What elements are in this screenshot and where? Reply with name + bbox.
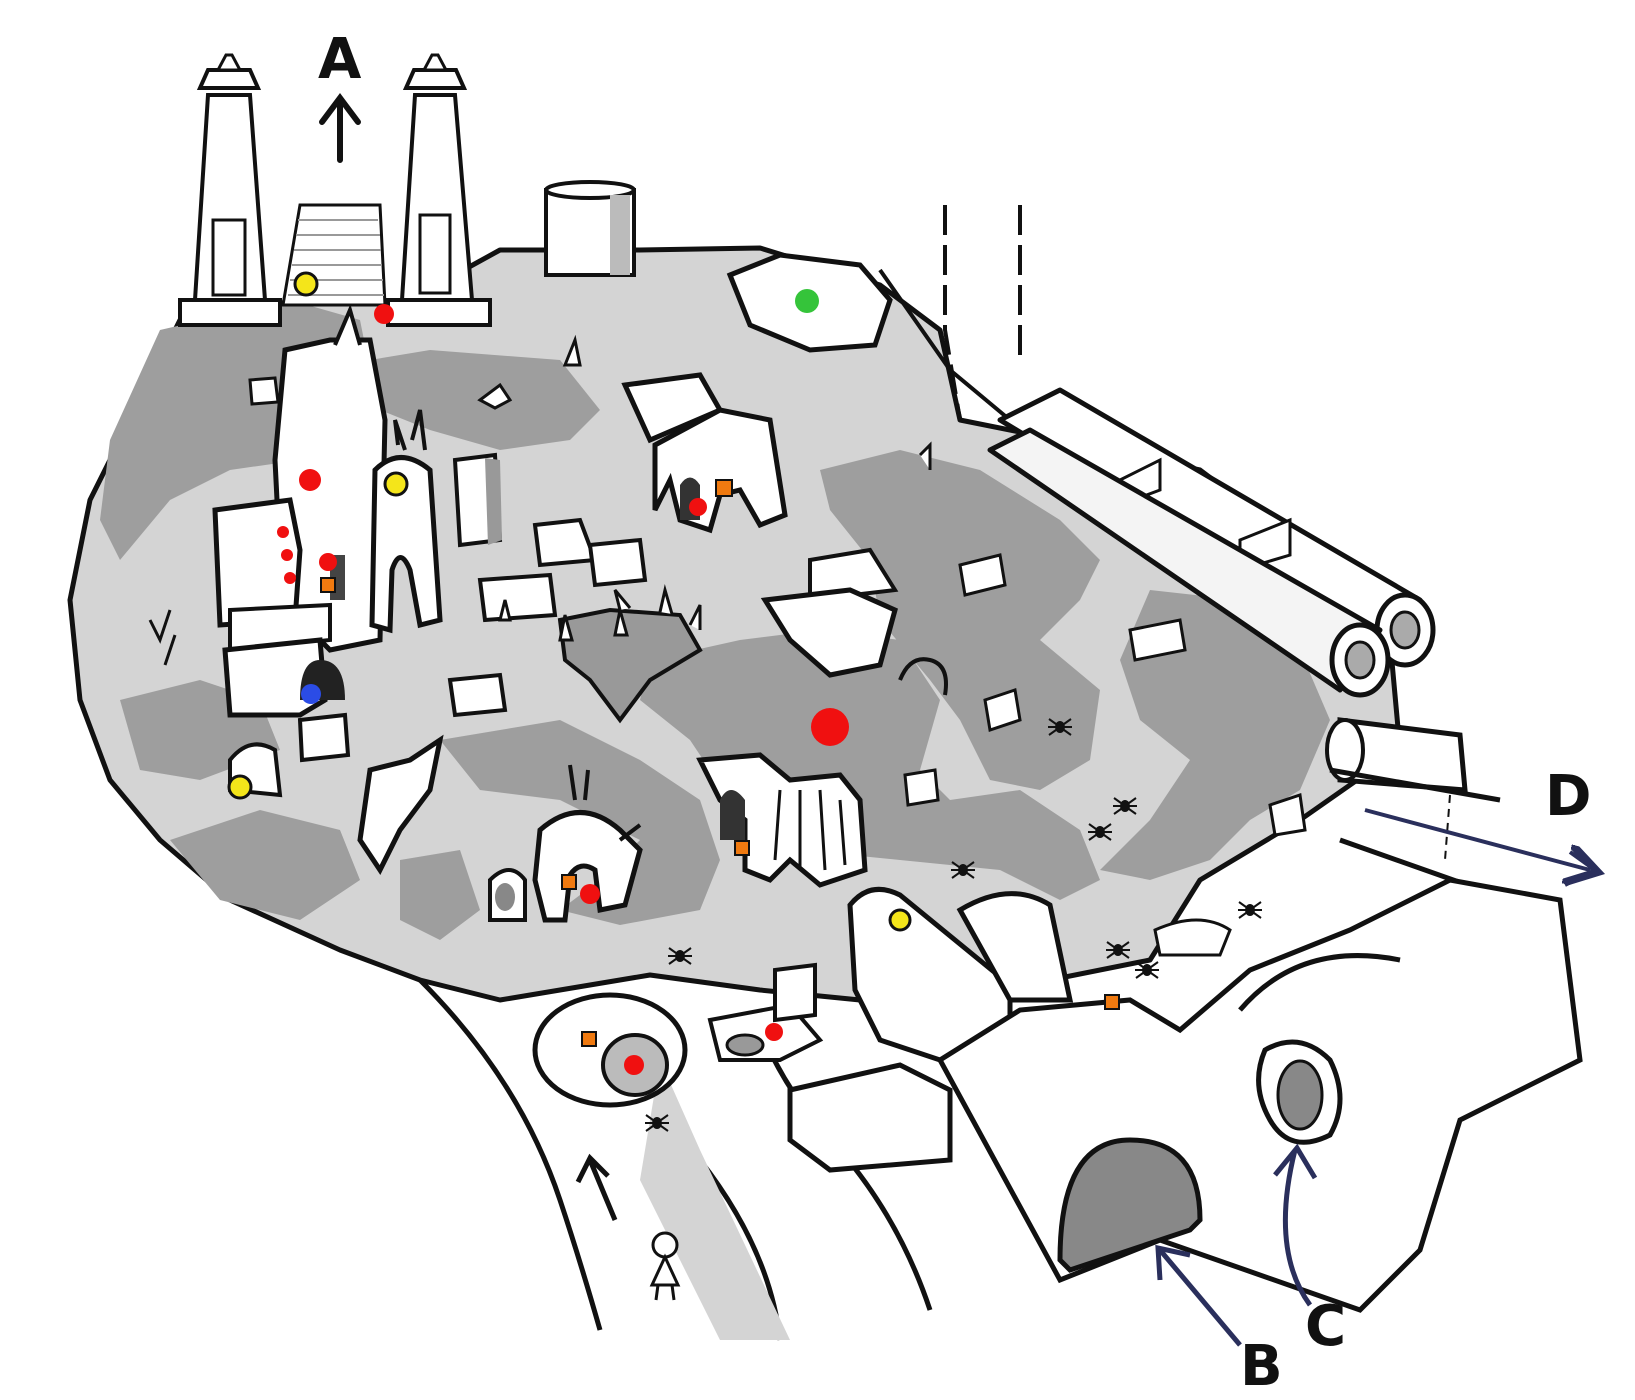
spider-icon xyxy=(1047,718,1073,736)
entrance-label-c: C xyxy=(1305,1294,1346,1359)
orange-marker xyxy=(715,479,733,497)
dome-tunnels xyxy=(936,877,1583,1313)
red-marker xyxy=(374,304,394,324)
horned-hut xyxy=(488,764,643,923)
east-walls xyxy=(878,205,1022,422)
red-marker xyxy=(811,708,849,746)
floor-dark-patch xyxy=(820,450,1100,790)
exit-label-d: D xyxy=(1545,764,1591,829)
spider-icon xyxy=(667,947,693,965)
yellow-marker xyxy=(888,908,912,932)
arch-building-left xyxy=(212,497,345,718)
exit-label-a: A xyxy=(318,27,362,92)
red-marker xyxy=(580,884,600,904)
red-marker xyxy=(281,549,293,561)
spider-icon xyxy=(1087,823,1113,841)
orange-marker xyxy=(734,840,750,856)
exit-a-arrow-icon xyxy=(319,93,361,163)
horned-arch-building xyxy=(369,409,443,634)
spider-icon xyxy=(950,861,976,879)
floor-dark-patch xyxy=(640,630,1100,900)
red-marker xyxy=(277,526,289,538)
red-marker xyxy=(624,1055,644,1075)
spider-icon xyxy=(644,1114,670,1132)
entrance-b-arrow-icon xyxy=(1155,1244,1242,1347)
player-figure-icon xyxy=(649,1231,681,1301)
boulder-shelter xyxy=(621,372,788,534)
spider-icon xyxy=(1105,941,1131,959)
yellow-marker xyxy=(227,774,253,800)
orange-markers xyxy=(320,479,1120,1047)
ribcage-skeleton xyxy=(696,752,868,888)
orange-marker xyxy=(1104,994,1120,1010)
boulder-group-center xyxy=(760,547,899,678)
yellow-marker xyxy=(293,271,319,297)
pillar-block xyxy=(452,452,503,548)
exit-d-arrow-icon xyxy=(1364,808,1595,885)
cylinder-pillar xyxy=(544,180,636,277)
floor-dark-patch xyxy=(170,810,360,920)
spider-icon xyxy=(1112,797,1138,815)
tube-ramp xyxy=(847,886,1074,1063)
spike-ridge xyxy=(498,584,703,724)
floor-dark-patch xyxy=(400,850,480,940)
player-start-arrow-icon xyxy=(575,1153,618,1221)
orange-marker xyxy=(320,577,336,593)
spider-icon xyxy=(1134,961,1160,979)
entrance-c-arrow-icon xyxy=(1273,1143,1318,1307)
red-marker xyxy=(689,498,707,516)
blue-marker xyxy=(301,684,321,704)
red-marker xyxy=(765,1023,783,1041)
small-debris xyxy=(148,334,1307,957)
yellow-markers xyxy=(227,271,912,932)
red-markers xyxy=(277,304,849,1075)
yellow-marker xyxy=(383,471,409,497)
block-walkway xyxy=(707,962,953,1173)
red-marker xyxy=(319,553,337,571)
rock-cluster xyxy=(248,376,648,763)
floor-dark-patch xyxy=(1100,590,1330,880)
orange-marker xyxy=(561,874,577,890)
bone-creature xyxy=(357,734,444,875)
entrance-label-b: B xyxy=(1240,1334,1283,1399)
red-marker xyxy=(284,572,296,584)
tower-left xyxy=(178,53,282,327)
pipe-lower xyxy=(987,427,1391,698)
round-chamber xyxy=(532,992,688,1108)
orange-marker xyxy=(581,1031,597,1047)
green-marker xyxy=(795,289,819,313)
floor-dark-patch xyxy=(440,720,720,925)
spider-icon xyxy=(1237,901,1263,919)
pipe-exit-d xyxy=(1325,717,1511,903)
red-marker xyxy=(299,469,321,491)
